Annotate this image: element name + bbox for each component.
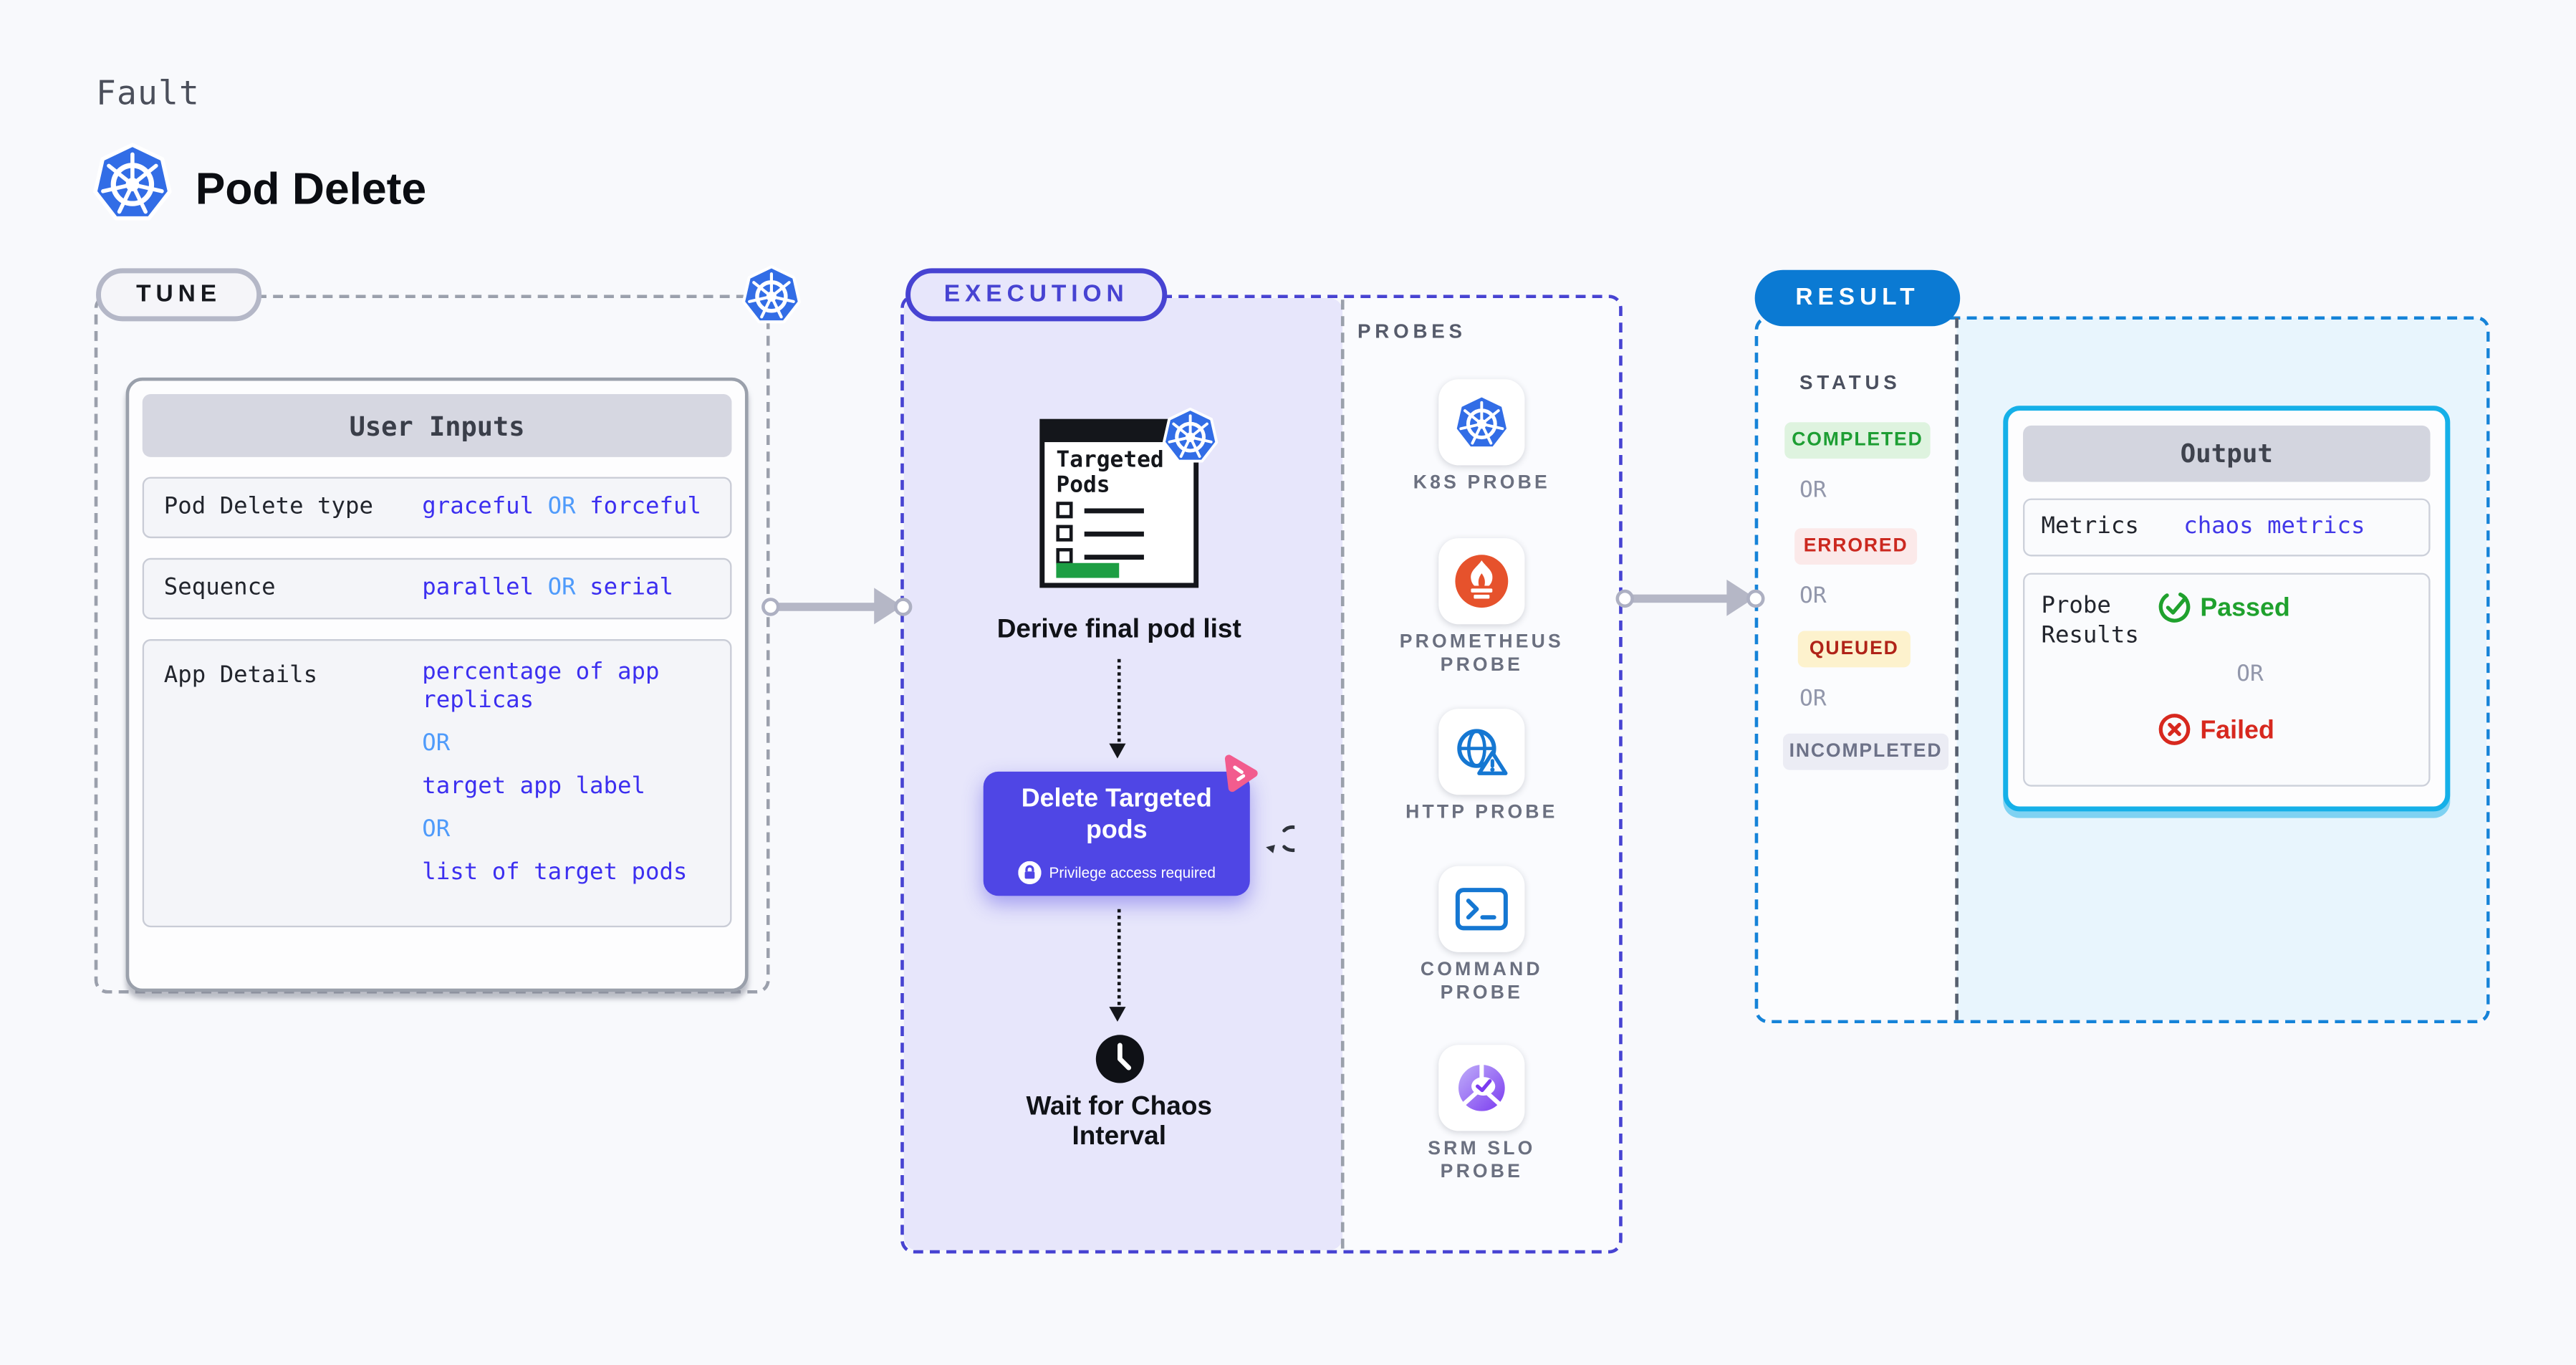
probe-label: HTTP PROBE	[1405, 803, 1558, 823]
input-row-value: graceful OR forceful	[422, 493, 701, 520]
user-inputs-title: User Inputs	[142, 394, 732, 457]
probe-results-label: Probe Results	[2041, 593, 2139, 649]
lock-icon	[1017, 861, 1041, 885]
node-title: Delete Targeted pods	[1021, 785, 1212, 844]
tune-section-box	[94, 294, 770, 994]
output-metrics-row: Metrics chaos metrics	[2023, 498, 2431, 557]
execution-divider	[1340, 300, 1345, 1249]
kubernetes-icon	[92, 143, 172, 222]
status-badge: COMPLETED	[1784, 422, 1931, 459]
status-badge: ERRORED	[1794, 528, 1918, 565]
probe-tile	[1438, 709, 1525, 795]
kubernetes-icon	[741, 265, 801, 325]
doc-title: Targeted Pods	[1056, 446, 1164, 499]
or-separator: OR	[1799, 476, 1827, 504]
kubernetes-icon	[1453, 394, 1510, 451]
probe-label: PROMETHEUS PROBE	[1399, 632, 1564, 675]
tune-section-label: TUNE	[96, 268, 262, 322]
x-circle-icon	[2158, 714, 2191, 745]
probe-tile	[1438, 379, 1525, 466]
or-separator: OR	[1799, 583, 1827, 610]
chaos-icon	[1219, 752, 1260, 793]
clock-icon	[1095, 1033, 1146, 1085]
metrics-value: chaos metrics	[2183, 513, 2365, 540]
status-badge: QUEUED	[1797, 631, 1911, 668]
passed-label: Passed	[2200, 594, 2290, 623]
output-probe-results-row: Probe Results Passed OR Failed	[2023, 573, 2431, 787]
probe-tile	[1438, 538, 1525, 625]
input-row-label: App Details	[163, 662, 318, 689]
prometheus-icon	[1455, 555, 1509, 608]
probe-label: SRM SLO PROBE	[1428, 1139, 1536, 1182]
probe-tile	[1438, 1045, 1525, 1131]
input-row-label: Sequence	[163, 574, 276, 601]
fault-kicker: Fault	[96, 72, 200, 113]
failed-label: Failed	[2200, 717, 2274, 745]
input-row-app-details: App Details percentage of app replicas O…	[142, 639, 732, 928]
execution-section-label: EXECUTION	[905, 268, 1168, 322]
or-separator: OR	[2236, 661, 2264, 688]
result-section-box	[1754, 316, 2490, 1024]
status-badge: INCOMPLETED	[1782, 733, 1949, 770]
execution-section-box	[900, 294, 1623, 1254]
output-card: Output Metrics chaos metrics Probe Resul…	[2003, 406, 2451, 812]
globe-alert-icon	[1457, 729, 1508, 775]
terminal-icon	[1455, 888, 1508, 931]
input-row-pod-delete-type: Pod Delete type graceful OR forceful	[142, 476, 732, 539]
output-title: Output	[2023, 425, 2431, 482]
refresh-icon	[1260, 821, 1306, 856]
probes-label: PROBES	[1357, 320, 1466, 343]
input-row-label: Pod Delete type	[163, 493, 373, 520]
page-title: Pod Delete	[195, 163, 427, 214]
derive-pod-list-caption: Derive final pod list	[996, 616, 1241, 644]
probe-tile	[1438, 866, 1525, 952]
input-row-sequence: Sequence parallel OR serial	[142, 557, 732, 620]
or-separator: OR	[1799, 685, 1827, 712]
probe-label: K8S PROBE	[1413, 473, 1550, 494]
probe-label: COMMAND PROBE	[1420, 960, 1543, 1003]
privilege-note: Privilege access required	[984, 861, 1250, 885]
input-row-value: parallel OR serial	[422, 574, 673, 601]
status-label: STATUS	[1799, 370, 1901, 395]
input-row-value: percentage of app replicas OR target app…	[422, 658, 688, 886]
kubernetes-icon	[1162, 408, 1219, 464]
delete-targeted-pods-node: Delete Targeted pods Privilege access re…	[983, 771, 1250, 896]
result-section-label: RESULT	[1754, 269, 1961, 327]
check-circle-icon	[2158, 591, 2191, 623]
wait-chaos-interval-caption: Wait for Chaos Interval	[1026, 1093, 1212, 1150]
metrics-label: Metrics	[2041, 513, 2139, 540]
slo-gauge-icon	[1458, 1064, 1505, 1111]
result-divider	[1955, 317, 1959, 1020]
